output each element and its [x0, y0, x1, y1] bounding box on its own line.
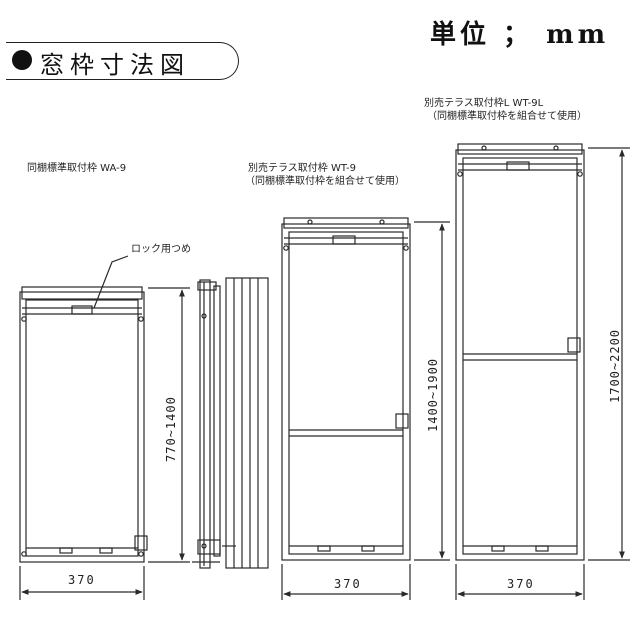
wt9-width-dim: 370: [334, 577, 362, 591]
wt9l-width-dimension: [455, 564, 585, 600]
wt9-frame: [281, 217, 411, 561]
title-frame: [6, 42, 239, 80]
frame-wt9-note: （同棚標準取付枠を組合せて使用）: [245, 176, 405, 187]
wt9l-width-dim: 370: [507, 577, 535, 591]
page-title: 窓枠寸法図: [40, 51, 190, 79]
wt9-height-dimension: [414, 221, 450, 561]
wa9-width-dimension: [19, 566, 145, 600]
frame-wt9-name: 別売テラス取付枠 WT-9: [248, 163, 357, 174]
wa9-height-dimension: [148, 287, 190, 563]
bullet-icon: [12, 50, 32, 70]
wt9-width-dimension: [281, 564, 411, 600]
wt9l-frame: [455, 143, 585, 561]
frame-wt9l-note: （同棚標準取付枠を組合せて使用）: [427, 111, 587, 122]
lock-claw-leader: [93, 255, 129, 309]
lock-claw-callout: ロック用つめ: [131, 244, 191, 255]
wa9-frame: [19, 286, 148, 563]
frame-wa9-name: 同棚標準取付枠 WA-9: [27, 163, 127, 174]
frame-wt9l-name: 別売テラス取付枠L WT-9L: [424, 98, 544, 109]
unit-label: 単位 ； mm: [430, 20, 610, 50]
wa9-width-dim: 370: [68, 573, 96, 587]
side-view: [192, 277, 269, 569]
wt9l-height-dimension: [588, 147, 630, 561]
